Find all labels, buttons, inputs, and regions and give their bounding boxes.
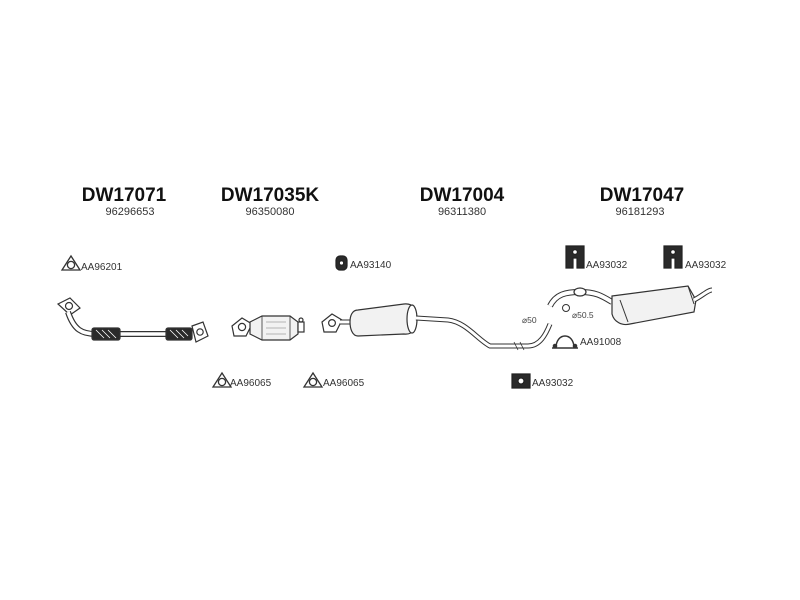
oem-number-front-pipe: 96296653 [106,206,155,218]
rear-silencer-icon [547,285,713,326]
clamp-icon [552,335,578,349]
rubber-mount-rear-2-icon [663,245,683,269]
front-pipe-icon [56,297,209,343]
middle-silencer-icon [321,303,553,351]
gasket-cat-out-icon [302,371,324,388]
label-gasket-cat-in: AA96065 [230,378,272,389]
rubber-mount-mid-icon [335,255,348,271]
catalytic-converter-icon [231,315,305,341]
rubber-mount-lower-icon [511,373,531,389]
part-code-front-pipe: DW17071 [82,185,167,206]
oem-number-rear-silencer: 96181293 [616,206,665,218]
part-code-rear-silencer: DW17047 [600,185,685,206]
label-rubber-mount-rear-1: AA93032 [586,260,628,271]
rubber-mount-rear-1-icon [565,245,585,269]
label-rubber-mount-lower: AA93032 [532,378,574,389]
gasket-cat-in-icon [211,371,233,388]
diameter-mid-outlet: ⌀50 [522,315,537,325]
oem-number-middle-silencer: 96311380 [438,206,486,218]
label-rubber-mount-mid: AA93140 [350,260,392,271]
label-gasket-front-pipe: AA96201 [81,262,123,273]
oem-number-catalytic-converter: 96350080 [246,206,295,218]
gasket-front-pipe-icon [60,254,82,271]
label-clamp: AA91008 [580,337,622,348]
part-code-middle-silencer: DW17004 [420,185,505,206]
diameter-rear-inlet: ⌀50.5 [572,310,594,320]
label-rubber-mount-rear-2: AA93032 [685,260,727,271]
label-gasket-cat-out: AA96065 [323,378,365,389]
part-code-catalytic-converter: DW17035K [221,185,319,206]
rear-inlet-marker-icon [562,304,570,312]
